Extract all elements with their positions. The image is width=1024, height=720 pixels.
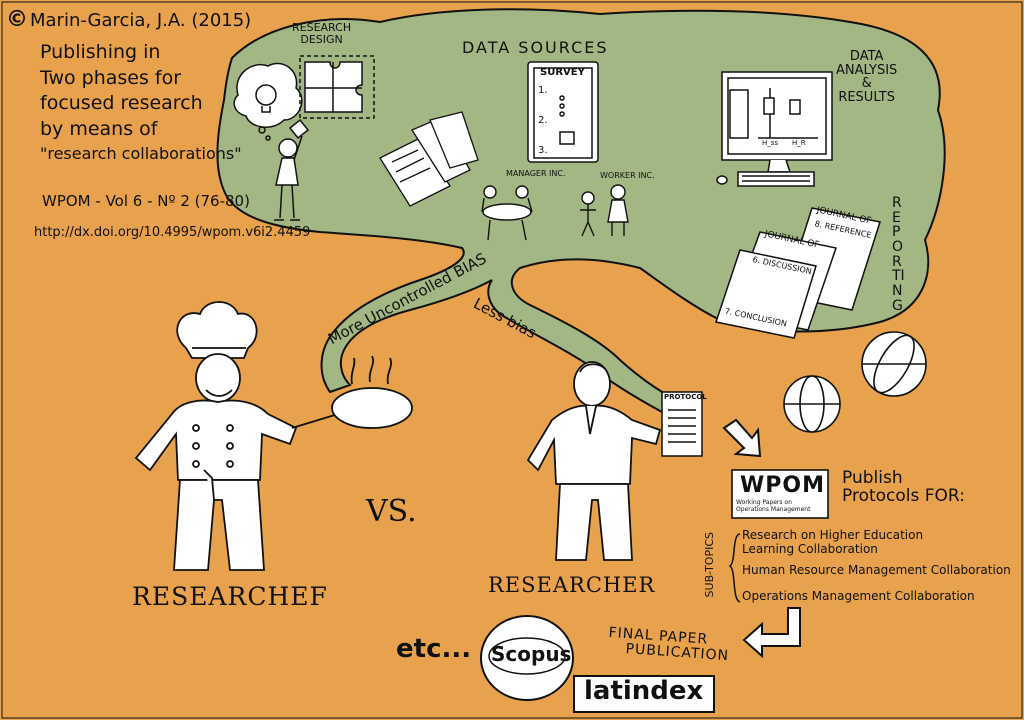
arrow-to-final-icon <box>742 607 801 659</box>
computer-analysis-icon <box>716 71 833 187</box>
title-line: "research collaborations" <box>40 143 242 163</box>
wpom-logo <box>731 469 829 519</box>
topic-item: Research on Higher Education Learning Co… <box>742 528 924 557</box>
protocol-label: PROTOCOL <box>664 393 707 401</box>
wpom-logo-text: WPOM <box>740 473 825 498</box>
frying-pan-icon <box>291 355 413 429</box>
survey-item: 2. <box>538 115 548 126</box>
title-line: focused research <box>40 92 203 115</box>
globe-icon <box>783 331 927 433</box>
title-line: Publishing in <box>40 41 161 63</box>
title-line: Two phases for <box>40 66 182 89</box>
survey-clipboard-icon <box>527 61 599 163</box>
reporting-label: REPORTING <box>892 195 905 314</box>
journal-reference: WPOM - Vol 6 - Nº 2 (76-80) <box>42 192 250 210</box>
arrow-to-publish-icon <box>722 418 762 458</box>
topics-brace <box>728 533 741 603</box>
citation: Marin-Garcia, J.A. (2015) <box>30 10 252 31</box>
data-sources-label: DATA SOURCES <box>462 38 609 57</box>
chef-figure <box>134 301 298 571</box>
manager-label: MANAGER INC. <box>506 169 566 178</box>
latindex-logo <box>573 675 715 713</box>
researcher-label: RESEARCHER <box>488 573 656 597</box>
chart-label: H_R <box>792 139 806 147</box>
title-block: Publishing in Two phases for focused res… <box>40 40 250 164</box>
survey-item: 1. <box>538 85 548 96</box>
topic-item: Human Resource Management Collaboration <box>742 563 1011 577</box>
sub-topics-label: SUB-TOPICS <box>703 532 716 598</box>
wpom-logo-subtitle: Working Papers on Operations Management <box>736 499 811 513</box>
data-documents-icon <box>379 111 479 207</box>
puzzle-icon <box>299 55 375 119</box>
journal-papers-icon <box>715 207 881 339</box>
managers-meeting-icon <box>481 185 533 241</box>
researchef-label: RESEARCHEF <box>132 582 328 611</box>
title-line: by means of <box>40 117 158 140</box>
doi-link[interactable]: http://dx.doi.org/10.4995/wpom.v6i2.4459 <box>34 225 311 240</box>
survey-item: 3. <box>538 145 548 156</box>
topic-item: Operations Management Collaboration <box>742 589 975 603</box>
protocol-document-icon <box>661 391 703 457</box>
survey-title: SURVEY <box>540 67 585 78</box>
etc-label: etc... <box>396 634 472 664</box>
workers-icon <box>580 184 629 237</box>
lightbulb-thought-icon <box>233 62 303 141</box>
worker-label: WORKER INC. <box>600 171 655 180</box>
chart-label: H_ss <box>762 139 779 147</box>
copyright-icon: © <box>6 7 28 32</box>
researcher-woman-figure <box>274 118 310 221</box>
versus-label: VS. <box>366 494 417 529</box>
latindex-logo-text: latindex <box>584 676 704 706</box>
scopus-logo-text: Scopus <box>491 642 572 666</box>
researcher-man-figure <box>526 361 662 561</box>
